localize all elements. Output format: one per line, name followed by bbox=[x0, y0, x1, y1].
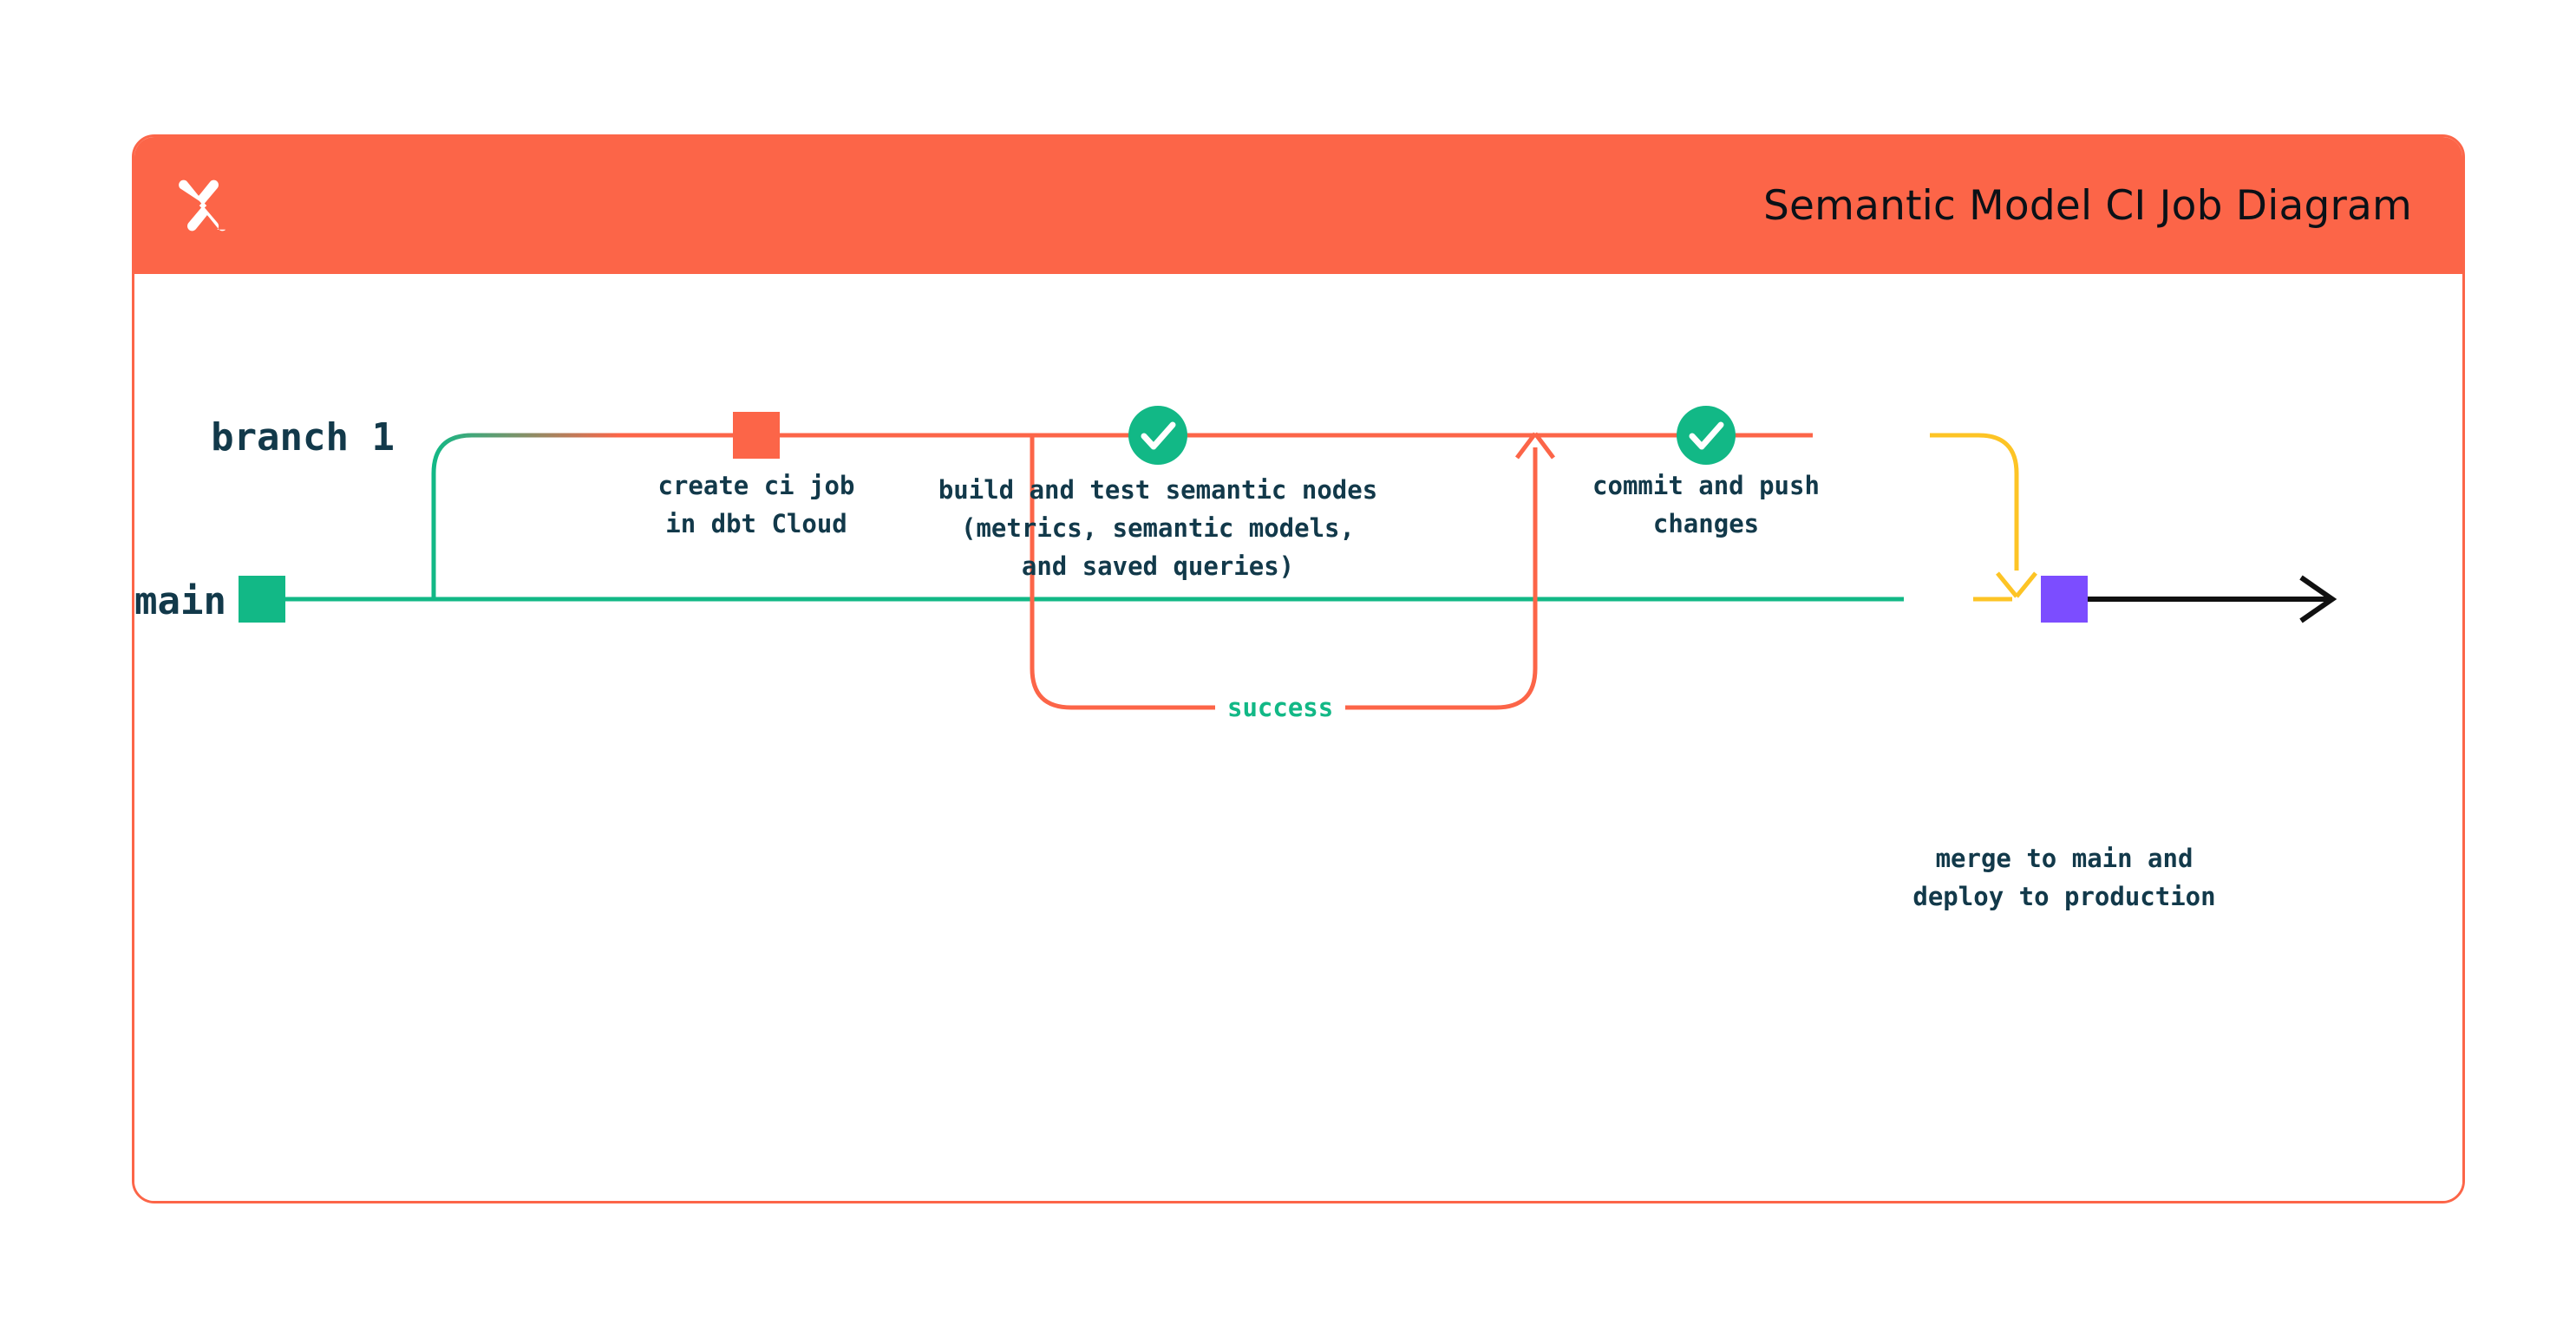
node-marker-main-start[interactable] bbox=[239, 576, 285, 623]
node-caption-commit-and-push: commit and push changes bbox=[1533, 466, 1880, 543]
node-caption-build-and-test: build and test semantic nodes (metrics, … bbox=[898, 471, 1418, 585]
dbt-logo-icon bbox=[169, 172, 237, 239]
caption-line: deploy to production bbox=[1912, 882, 2216, 911]
card-header: Semantic Model CI Job Diagram bbox=[134, 137, 2462, 274]
node-caption-merge-to-main: merge to main and deploy to production bbox=[1804, 839, 2324, 916]
node-marker-build-and-test[interactable] bbox=[1128, 406, 1187, 465]
caption-line: in dbt Cloud bbox=[665, 509, 847, 538]
merge-path-line bbox=[1930, 433, 2037, 598]
caption-line: (metrics, semantic models, bbox=[961, 513, 1355, 543]
diagram-card: Semantic Model CI Job Diagram bbox=[132, 134, 2465, 1203]
branch-split-line bbox=[431, 433, 620, 599]
caption-line: merge to main and bbox=[1935, 844, 2194, 873]
caption-line: create ci job bbox=[657, 471, 855, 500]
node-marker-create-ci-job[interactable] bbox=[733, 412, 780, 459]
lane-label-main: main bbox=[134, 579, 226, 623]
node-marker-commit-and-push[interactable] bbox=[1677, 406, 1736, 465]
caption-line: commit and push bbox=[1592, 471, 1820, 500]
success-loop-label: success bbox=[1215, 693, 1346, 722]
production-arrow bbox=[2086, 575, 2337, 623]
caption-line: build and test semantic nodes bbox=[938, 475, 1378, 505]
node-caption-create-ci-job: create ci job in dbt Cloud bbox=[583, 466, 930, 543]
caption-line: and saved queries) bbox=[1021, 551, 1295, 581]
lane-label-branch1: branch 1 bbox=[211, 415, 395, 460]
git-flow-diagram: branch 1 main create ci job in dbt Cloud… bbox=[134, 274, 2462, 1201]
page-title: Semantic Model CI Job Diagram bbox=[1762, 181, 2412, 230]
node-marker-merge-to-main[interactable] bbox=[2041, 576, 2088, 623]
diagram-canvas bbox=[239, 406, 2337, 710]
card-body: branch 1 main create ci job in dbt Cloud… bbox=[134, 274, 2462, 1201]
caption-line: changes bbox=[1652, 509, 1760, 538]
